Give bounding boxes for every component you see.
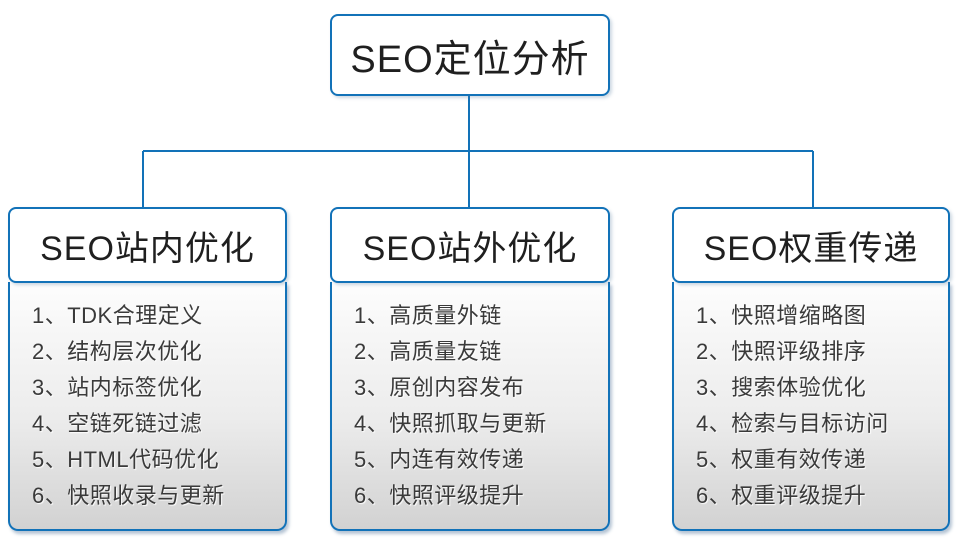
list-item: 2、高质量友链: [354, 339, 502, 364]
branch-title: SEO权重传递: [703, 229, 919, 268]
list-item: 3、原创内容发布: [354, 375, 525, 400]
branch-list-offsite: 1、高质量外链 2、高质量友链 3、原创内容发布 4、快照抓取与更新 5、内连有…: [330, 282, 610, 531]
list-item: 4、快照抓取与更新: [354, 411, 547, 436]
list-item: 6、快照评级提升: [354, 483, 525, 508]
list-item: 2、快照评级排序: [696, 339, 867, 364]
branch-weight-transfer: SEO权重传递 1、快照增缩略图 2、快照评级排序 3、搜索体验优化 4、检索与…: [672, 207, 950, 531]
root-node-title: SEO定位分析: [350, 38, 590, 81]
branch-list-onsite: 1、TDK合理定义 2、结构层次优化 3、站内标签优化 4、空链死链过滤 5、H…: [8, 282, 287, 531]
list-item: 6、权重评级提升: [696, 483, 867, 508]
branch-offsite-optimization: SEO站外优化 1、高质量外链 2、高质量友链 3、原创内容发布 4、快照抓取与…: [330, 207, 610, 531]
branch-onsite-optimization: SEO站内优化 1、TDK合理定义 2、结构层次优化 3、站内标签优化 4、空链…: [8, 207, 287, 531]
root-node: SEO定位分析: [330, 14, 610, 96]
list-item: 3、搜索体验优化: [696, 375, 867, 400]
list-item: 1、快照增缩略图: [696, 303, 867, 328]
branch-header-onsite: SEO站内优化: [8, 207, 287, 283]
branch-list-weight: 1、快照增缩略图 2、快照评级排序 3、搜索体验优化 4、检索与目标访问 5、权…: [672, 282, 950, 531]
branch-title: SEO站内优化: [40, 229, 255, 268]
list-item: 6、快照收录与更新: [32, 483, 225, 508]
list-item: 5、HTML代码优化: [32, 447, 220, 472]
list-item: 4、空链死链过滤: [32, 411, 203, 436]
list-item: 1、TDK合理定义: [32, 303, 203, 328]
list-item: 1、高质量外链: [354, 303, 502, 328]
list-item: 5、内连有效传递: [354, 447, 525, 472]
branch-title: SEO站外优化: [362, 229, 578, 268]
list-item: 4、检索与目标访问: [696, 411, 889, 436]
list-item: 2、结构层次优化: [32, 339, 203, 364]
branch-header-offsite: SEO站外优化: [330, 207, 610, 283]
list-item: 5、权重有效传递: [696, 447, 867, 472]
branch-header-weight: SEO权重传递: [672, 207, 950, 283]
list-item: 3、站内标签优化: [32, 375, 203, 400]
